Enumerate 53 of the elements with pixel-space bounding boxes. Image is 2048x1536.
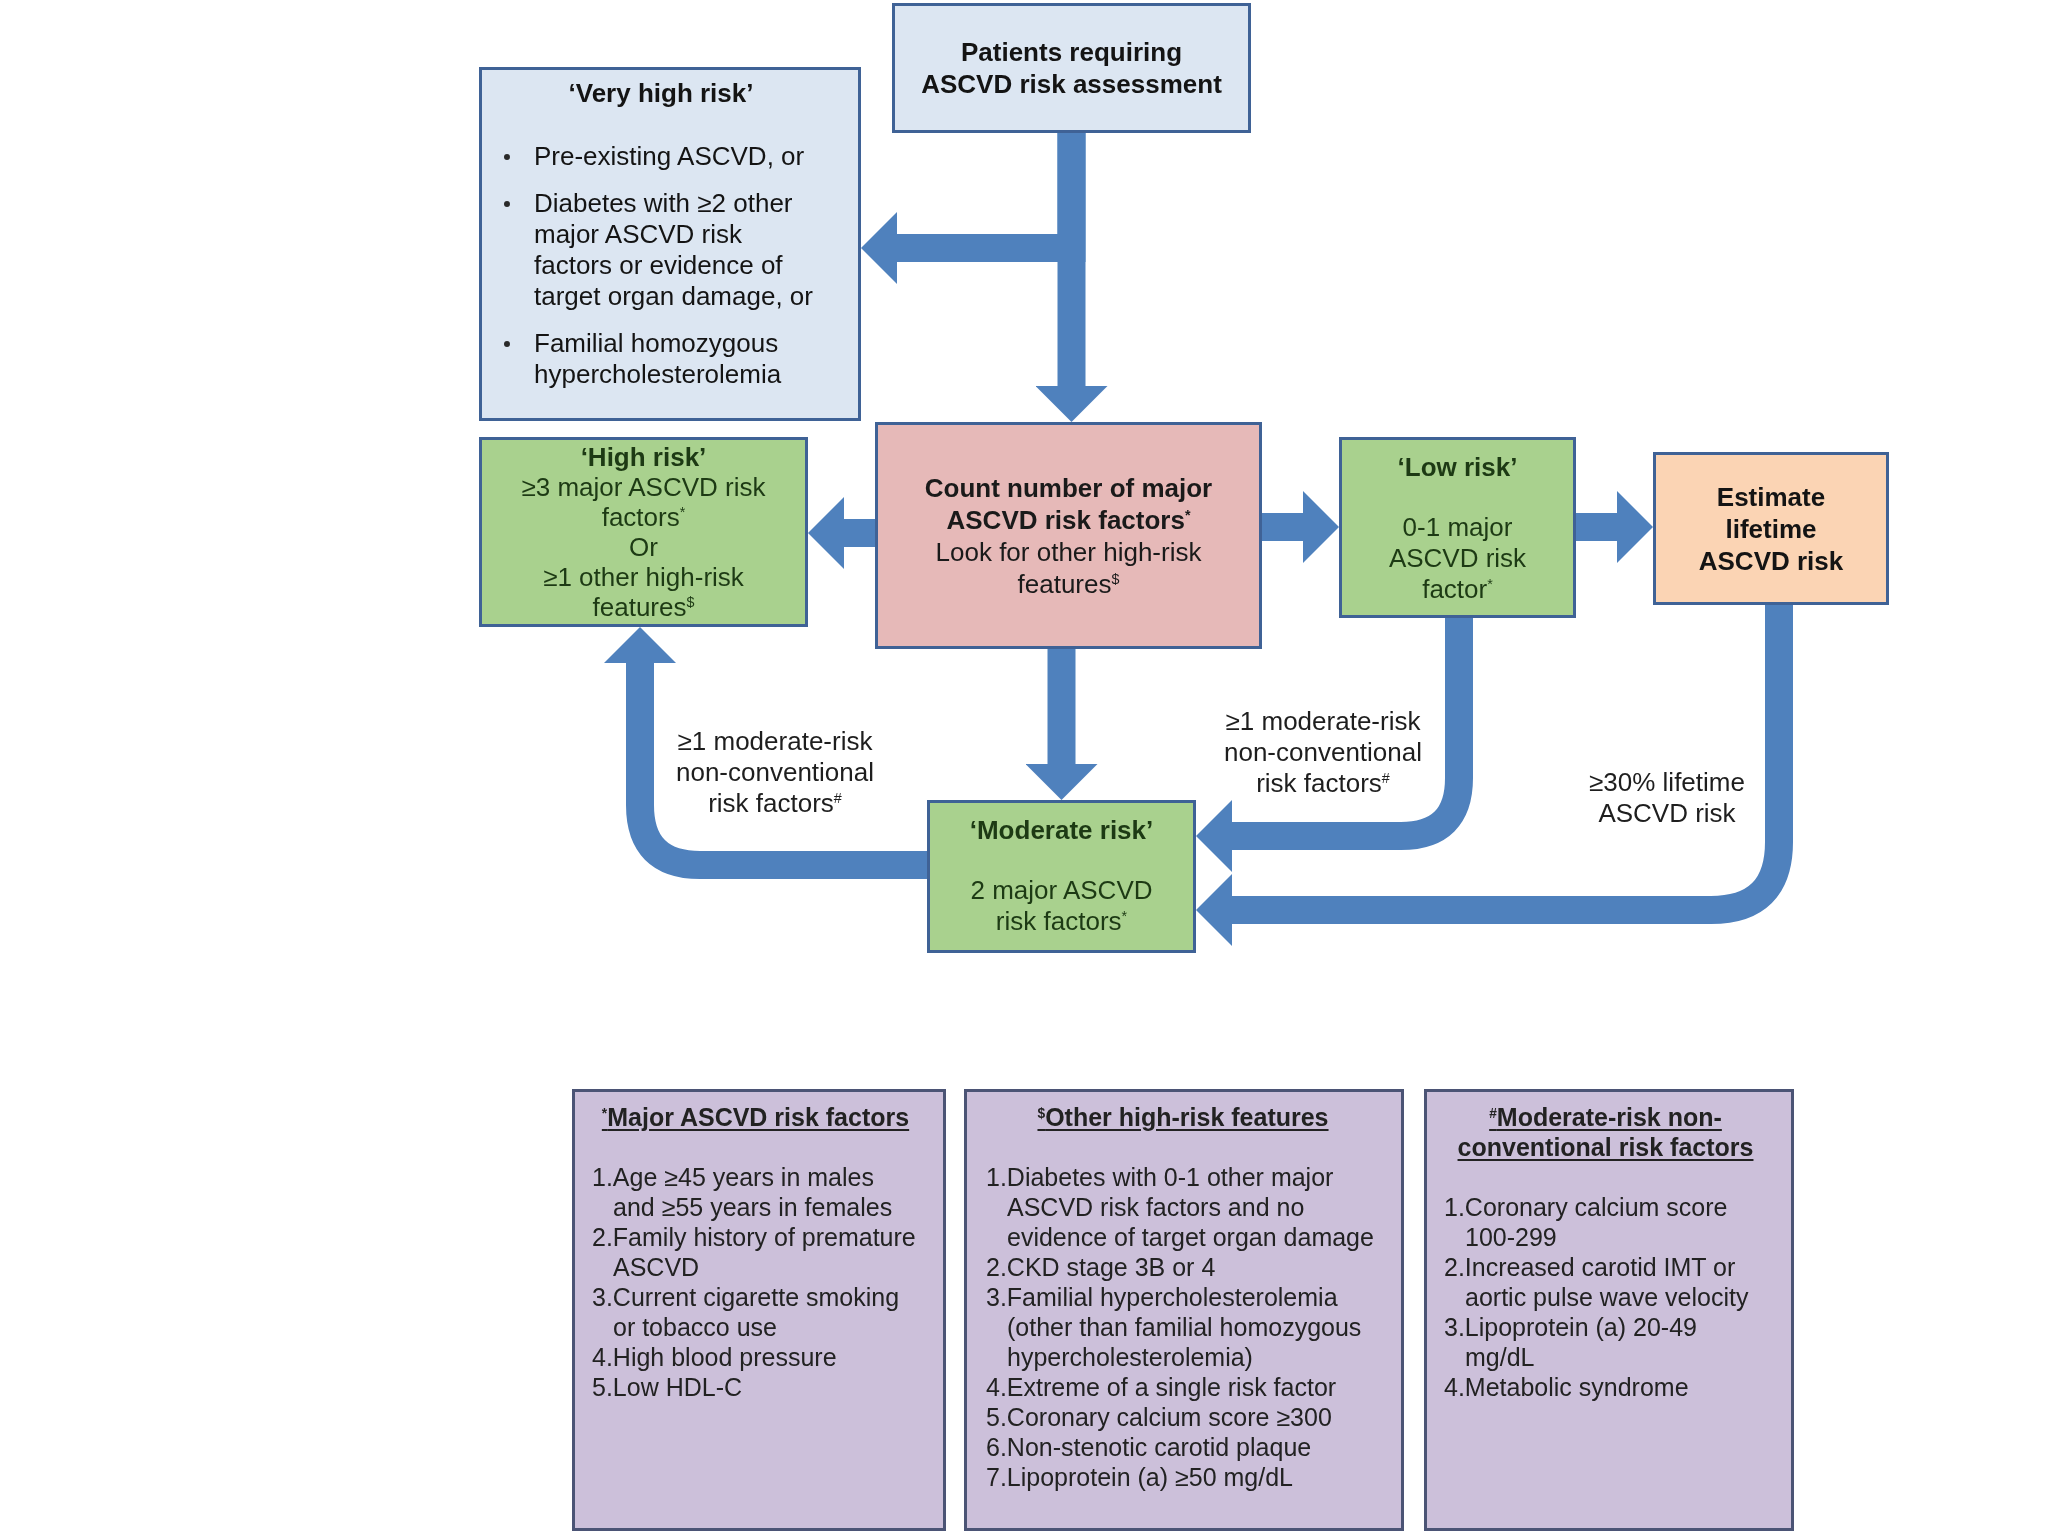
list-item: 1.Diabetes with 0-1 other major ASCVD risk factors and no evidence of target organ damage — [986, 1162, 1375, 1252]
box-text: Patients requiring ASCVD risk assessment — [920, 36, 1223, 100]
box-heading: Count number of major ASCVD risk factors$^{*}$ — [923, 471, 1214, 536]
list-item: 2.CKD stage 3B or 4 — [986, 1252, 1217, 1282]
list-item: 2.Increased carotid IMT or aortic pulse wave velocity — [1444, 1252, 1750, 1312]
list-item: 1.Age ≥45 years in males and ≥55 years in females — [592, 1162, 894, 1222]
risk-category-box — [479, 437, 808, 627]
footnote-box — [572, 1089, 946, 1531]
box-heading: $^{*}$Major ASCVD risk factors — [601, 1102, 910, 1132]
box-heading: $^{#}$Moderate-risk non-conventional risk factors — [1456, 1102, 1755, 1162]
list-item: 4.High blood pressure — [592, 1342, 838, 1372]
list-item: 4.Metabolic syndrome — [1444, 1372, 1690, 1402]
start-box — [892, 3, 1251, 133]
list-item: 3.Current cigarette smoking or tobacco use — [592, 1282, 901, 1342]
box-text: ≥3 major ASCVD risk factors$^{*}$ — [520, 472, 767, 532]
block-arrow — [1196, 618, 1473, 872]
box-text: Or — [629, 532, 658, 562]
box-text: 2 major ASCVD risk factors$^{*}$ — [969, 875, 1154, 937]
list-item: 2.Family history of premature ASCVD — [592, 1222, 917, 1282]
footnote-box — [1424, 1089, 1794, 1531]
list-item: 7.Lipoprotein (a) ≥50 mg/dL — [986, 1462, 1294, 1492]
bullet-text: Familial homozygous hypercholesterolemia — [534, 328, 783, 390]
block-arrow — [604, 627, 927, 879]
block-arrow — [1196, 605, 1793, 946]
list-item: 3.Familial hypercholesterolemia (other than familial homozygous hypercholesterolemia) — [986, 1282, 1363, 1372]
risk-category-box — [1339, 437, 1576, 618]
process-box — [875, 422, 1262, 649]
list-item: 4.Extreme of a single risk factor — [986, 1372, 1338, 1402]
block-arrow — [808, 497, 875, 569]
list-item: 5.Low HDL-C — [592, 1372, 744, 1402]
list-item: 5.Coronary calcium score ≥300 — [986, 1402, 1333, 1432]
block-arrow — [1025, 649, 1098, 800]
box-heading: ‘Low risk’ — [1397, 452, 1518, 483]
process-box — [1653, 452, 1889, 605]
block-arrow — [1262, 491, 1339, 563]
risk-category-box — [479, 67, 861, 421]
box-text: Look for other high-risk features$^{$}$ — [934, 535, 1203, 600]
box-heading: ‘High risk’ — [580, 442, 707, 472]
footnote-box — [964, 1089, 1404, 1531]
box-heading: $^{$}$Other high-risk features — [1037, 1102, 1329, 1132]
box-heading: ‘Very high risk’ — [568, 78, 754, 109]
box-text: ≥1 other high-risk features$^{$}$ — [542, 562, 745, 622]
block-arrow — [861, 133, 1086, 284]
list-item: 3.Lipoprotein (a) 20-49 mg/dL — [1444, 1312, 1698, 1372]
box-text: 0-1 major ASCVD risk factor$^{*}$ — [1387, 512, 1528, 605]
list-item: 1.Coronary calcium score 100-299 — [1444, 1192, 1729, 1252]
bullet-text: Diabetes with ≥2 other major ASCVD risk factors or evidence of target organ damage, or — [534, 188, 814, 312]
risk-category-box — [927, 800, 1196, 953]
block-arrow — [1576, 491, 1653, 563]
bullet-text: Pre-existing ASCVD, or — [534, 141, 805, 172]
list-item: 6.Non-stenotic carotid plaque — [986, 1432, 1313, 1462]
box-text: Estimate lifetime ASCVD risk — [1697, 480, 1845, 577]
box-heading: ‘Moderate risk’ — [969, 815, 1154, 846]
